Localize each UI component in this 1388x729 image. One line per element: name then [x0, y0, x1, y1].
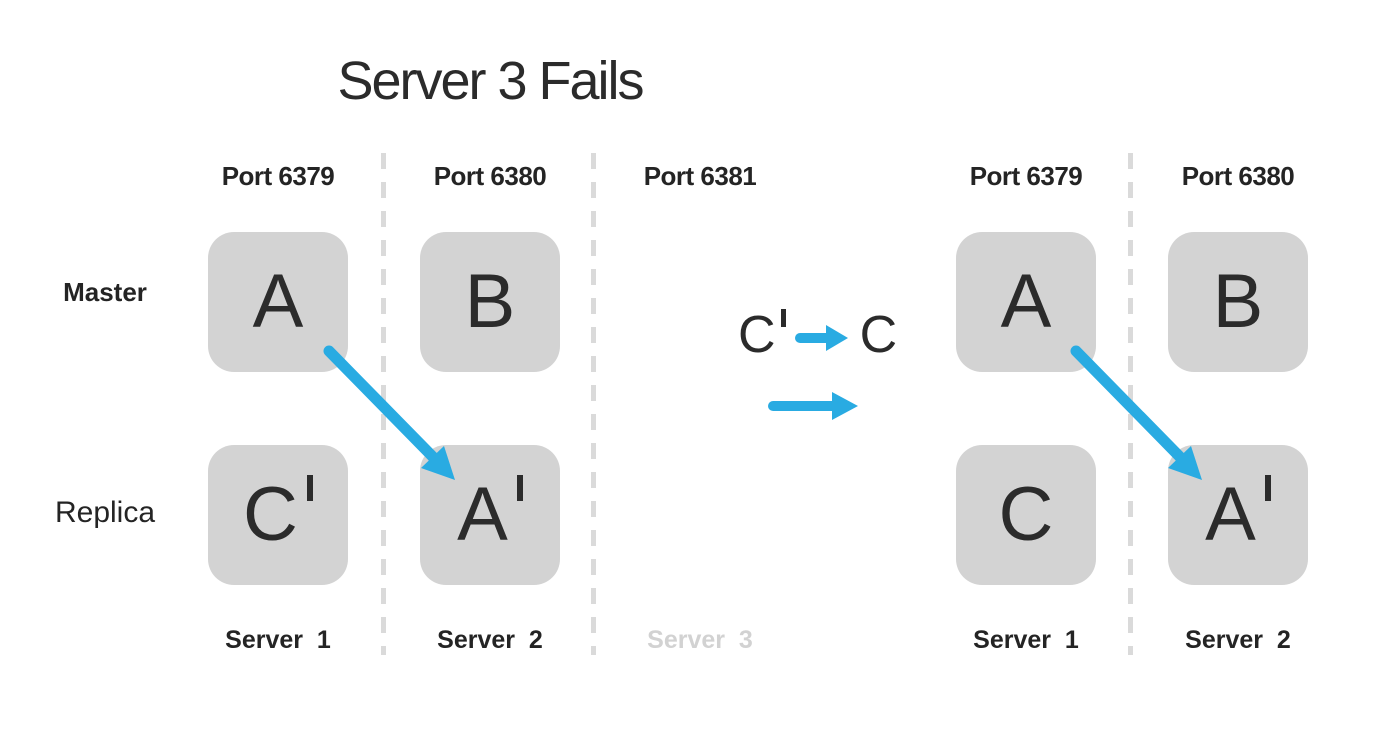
left-replica-box-c-prime: C [208, 445, 348, 585]
left-replica-box-a-prime: A [420, 445, 560, 585]
promotion-annotation: C C [738, 306, 897, 364]
box-letter: A [457, 472, 508, 557]
diagram-title: Server 3 Fails [337, 51, 644, 111]
prime-mark [306, 475, 313, 501]
left-port-6380-label: Port 6380 [433, 161, 547, 191]
replica-row-label: Replica [54, 496, 156, 529]
left-master-box-b: B [420, 232, 560, 372]
right-port-6379-label: Port 6379 [969, 161, 1083, 191]
box-letter: A [1205, 472, 1256, 557]
right-replica-box-c: C [956, 445, 1096, 585]
left-port-6381-label: Port 6381 [643, 161, 757, 191]
right-master-box-a: A [956, 232, 1096, 372]
left-master-box-a: A [208, 232, 348, 372]
right-port-6380-label: Port 6380 [1181, 161, 1295, 191]
annotation-from-letter: C [738, 306, 776, 364]
box-letter: B [464, 259, 516, 344]
box-letter: C [243, 472, 298, 557]
left-column-divider-1 [381, 153, 386, 655]
right-replica-box-a-prime: A [1168, 445, 1308, 585]
box-letter: A [252, 259, 304, 344]
state-transition-arrow-icon [768, 392, 858, 420]
left-server-1-label: Server 1 [225, 626, 331, 654]
right-server-1-label: Server 1 [973, 626, 1079, 654]
master-row-label: Master [63, 277, 147, 307]
prime-mark [1264, 475, 1271, 501]
right-server-2-label: Server 2 [1185, 626, 1291, 654]
left-server-2-label: Server 2 [437, 626, 543, 654]
box-letter: B [1212, 259, 1264, 344]
left-server-3-failed-label: Server 3 [647, 626, 753, 654]
left-column-divider-2 [591, 153, 596, 655]
right-column-divider [1128, 153, 1133, 655]
right-master-box-b: B [1168, 232, 1308, 372]
box-letter: A [1000, 259, 1052, 344]
left-port-6379-label: Port 6379 [221, 161, 335, 191]
box-letter: C [998, 472, 1054, 557]
prime-mark [780, 309, 786, 327]
prime-mark [516, 475, 523, 501]
annotation-to-letter: C [859, 306, 898, 364]
